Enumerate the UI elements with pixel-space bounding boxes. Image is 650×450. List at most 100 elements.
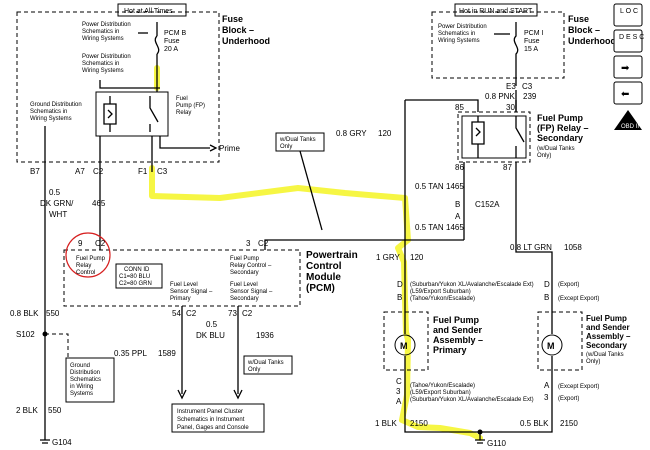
loc-button[interactable]: L O C [613, 3, 643, 27]
fuse1-element [154, 35, 160, 55]
wire-dkgrn-1: 0.5 [49, 188, 61, 197]
fp-sec-1: Fuel Pump [230, 256, 260, 262]
prim-pin-a: A [396, 397, 402, 406]
relay1-feed-wire [99, 80, 160, 89]
sec-note-2: Only) [586, 359, 600, 365]
wire-tan-1: 0.5 TAN [415, 182, 444, 191]
pin-c2: C2 [93, 167, 104, 176]
prime-arrow [209, 144, 218, 152]
pd-top-2: Schematics in [82, 29, 119, 35]
pd-top-3: Wiring Systems [82, 36, 124, 42]
sec-title-1: Fuel Pump [586, 314, 627, 323]
wire-dkgrn-3: WHT [49, 210, 67, 219]
pd-mid-3: Wiring Systems [82, 68, 124, 74]
prim-title-2: and Sender [433, 325, 483, 335]
primary-motor-circle [394, 334, 416, 356]
relay2-outline [457, 111, 531, 163]
lvl-p-1: Fuel Level [170, 282, 198, 288]
prev-button[interactable]: ⬅ [613, 81, 643, 105]
relay2-top-wires [405, 99, 517, 112]
svg-text:L O C: L O C [620, 8, 638, 15]
wire-blk-1: 1 BLK [375, 419, 397, 428]
sec-title-3: Assembly – [586, 332, 631, 341]
relay2-title-2: (FP) Relay – [537, 123, 589, 133]
prim-pin-3: 3 [396, 387, 401, 396]
fuse-block-1-title-3: Underhood [222, 36, 270, 46]
fuse-block-2-outline [431, 11, 565, 79]
sec-pin-b: B [544, 293, 549, 302]
pin-e3: E3 [506, 82, 516, 91]
wire-gry-1-num: 120 [410, 253, 424, 262]
fuse-block-1-title-2: Block – [222, 25, 254, 35]
dual-tanks-leader [299, 150, 323, 231]
fuse2 [513, 22, 519, 86]
ground2-4: in Wiring [70, 384, 93, 390]
wire-tan-2: 0.5 TAN [415, 223, 444, 232]
wire-ppl-num: 1589 [158, 349, 176, 358]
next-button[interactable]: ➡ [613, 55, 643, 79]
lvl-p-3: Primary [170, 296, 191, 302]
pin-c3: C3 [157, 167, 168, 176]
pd-top-1: Power Distribution [82, 22, 131, 28]
s102-branch [45, 333, 69, 358]
hot-in-run-label: Hot in RUN and START [459, 8, 533, 15]
sec-pin-d: D [544, 280, 550, 289]
prim-note-d3: (Tahoe/Yukon/Escalade) [410, 296, 475, 302]
relay2-switch [515, 116, 525, 158]
ground2-1: Ground [70, 363, 90, 369]
ground2-2: Distribution [70, 370, 100, 376]
secondary-assembly-outline [537, 311, 583, 371]
sec-note-d2: (Except Export) [558, 296, 599, 302]
level-sensor-wires [181, 306, 239, 394]
relay2-bottom-wires [463, 162, 553, 296]
prim-pin-b: B [397, 293, 402, 302]
pd-mid-2: Schematics in [82, 61, 119, 67]
relay1-coil-wind [107, 109, 113, 119]
pcm-pin-c2c: C2 [186, 309, 197, 318]
relay1-body [95, 91, 169, 137]
wire-blk-2: 2 BLK [16, 406, 38, 415]
relay2-coil [471, 116, 485, 158]
fp-control-red-circle [65, 232, 111, 278]
dual-tanks-note-2: Only [280, 144, 292, 150]
sec-title-2: and Sender [586, 323, 630, 332]
prim-note-d1: (Suburban/Yukon XL/Avalanche/Escalade Ex… [410, 282, 534, 288]
dual-tanks-note2-1: w/Dual Tanks [247, 360, 284, 366]
fuse2-label-3: 15 A [524, 46, 538, 53]
prim-title-4: Primary [433, 345, 467, 355]
relay2-pin-30: 30 [506, 103, 515, 112]
pd2-2: Schematics in [438, 31, 475, 37]
wire-dkblu-1: 0.5 [206, 320, 218, 329]
wire-ltgrn: 0.8 LT GRN [510, 243, 552, 252]
lvl-s-2: Sensor Signal – [230, 289, 273, 295]
wire-tan-1-num: 1465 [446, 182, 464, 191]
pcm-title-4: (PCM) [306, 283, 335, 294]
pcm-pin-c2d: C2 [242, 309, 253, 318]
wire-ltgrn-num: 1058 [564, 243, 582, 252]
fuse-block-2-title-1: Fuse [568, 14, 589, 24]
secondary-motor-icon: M [547, 341, 555, 351]
wire-tan-2-num: 1465 [446, 223, 464, 232]
wire-dkgrn-2: DK GRN/ [40, 199, 74, 208]
desc-button[interactable]: D E S C [613, 29, 644, 53]
relay1-label-1: Fuel [176, 96, 188, 102]
fp-ctrl-3: Control [76, 270, 95, 276]
prim-note-c2: (L59/Export Suburban) [410, 390, 471, 396]
block1-exit-wires [44, 136, 153, 172]
ground2-5: Systems [70, 391, 93, 397]
ipc-line-2: Schematics in Instrument [177, 417, 245, 423]
prim-title-3: Assembly – [433, 335, 483, 345]
fuse2-label-1: PCM I [524, 30, 544, 37]
ground2-3: Schematics [70, 377, 101, 383]
wire-gry-num: 120 [378, 129, 392, 138]
obd-logo: OBD II [614, 110, 642, 130]
tan-to-pcm-wire [264, 239, 464, 250]
ipc-line-1: Instrument Panel Cluster [177, 409, 243, 415]
relay2-title-3: Secondary [537, 133, 583, 143]
fuse-block-2-title-3: Underhood [568, 36, 616, 46]
hot-at-all-times-box [117, 3, 187, 17]
wire-pnk: 0.8 PNK [485, 92, 515, 101]
ipc-box [171, 403, 265, 433]
relay1-switch [149, 96, 159, 132]
